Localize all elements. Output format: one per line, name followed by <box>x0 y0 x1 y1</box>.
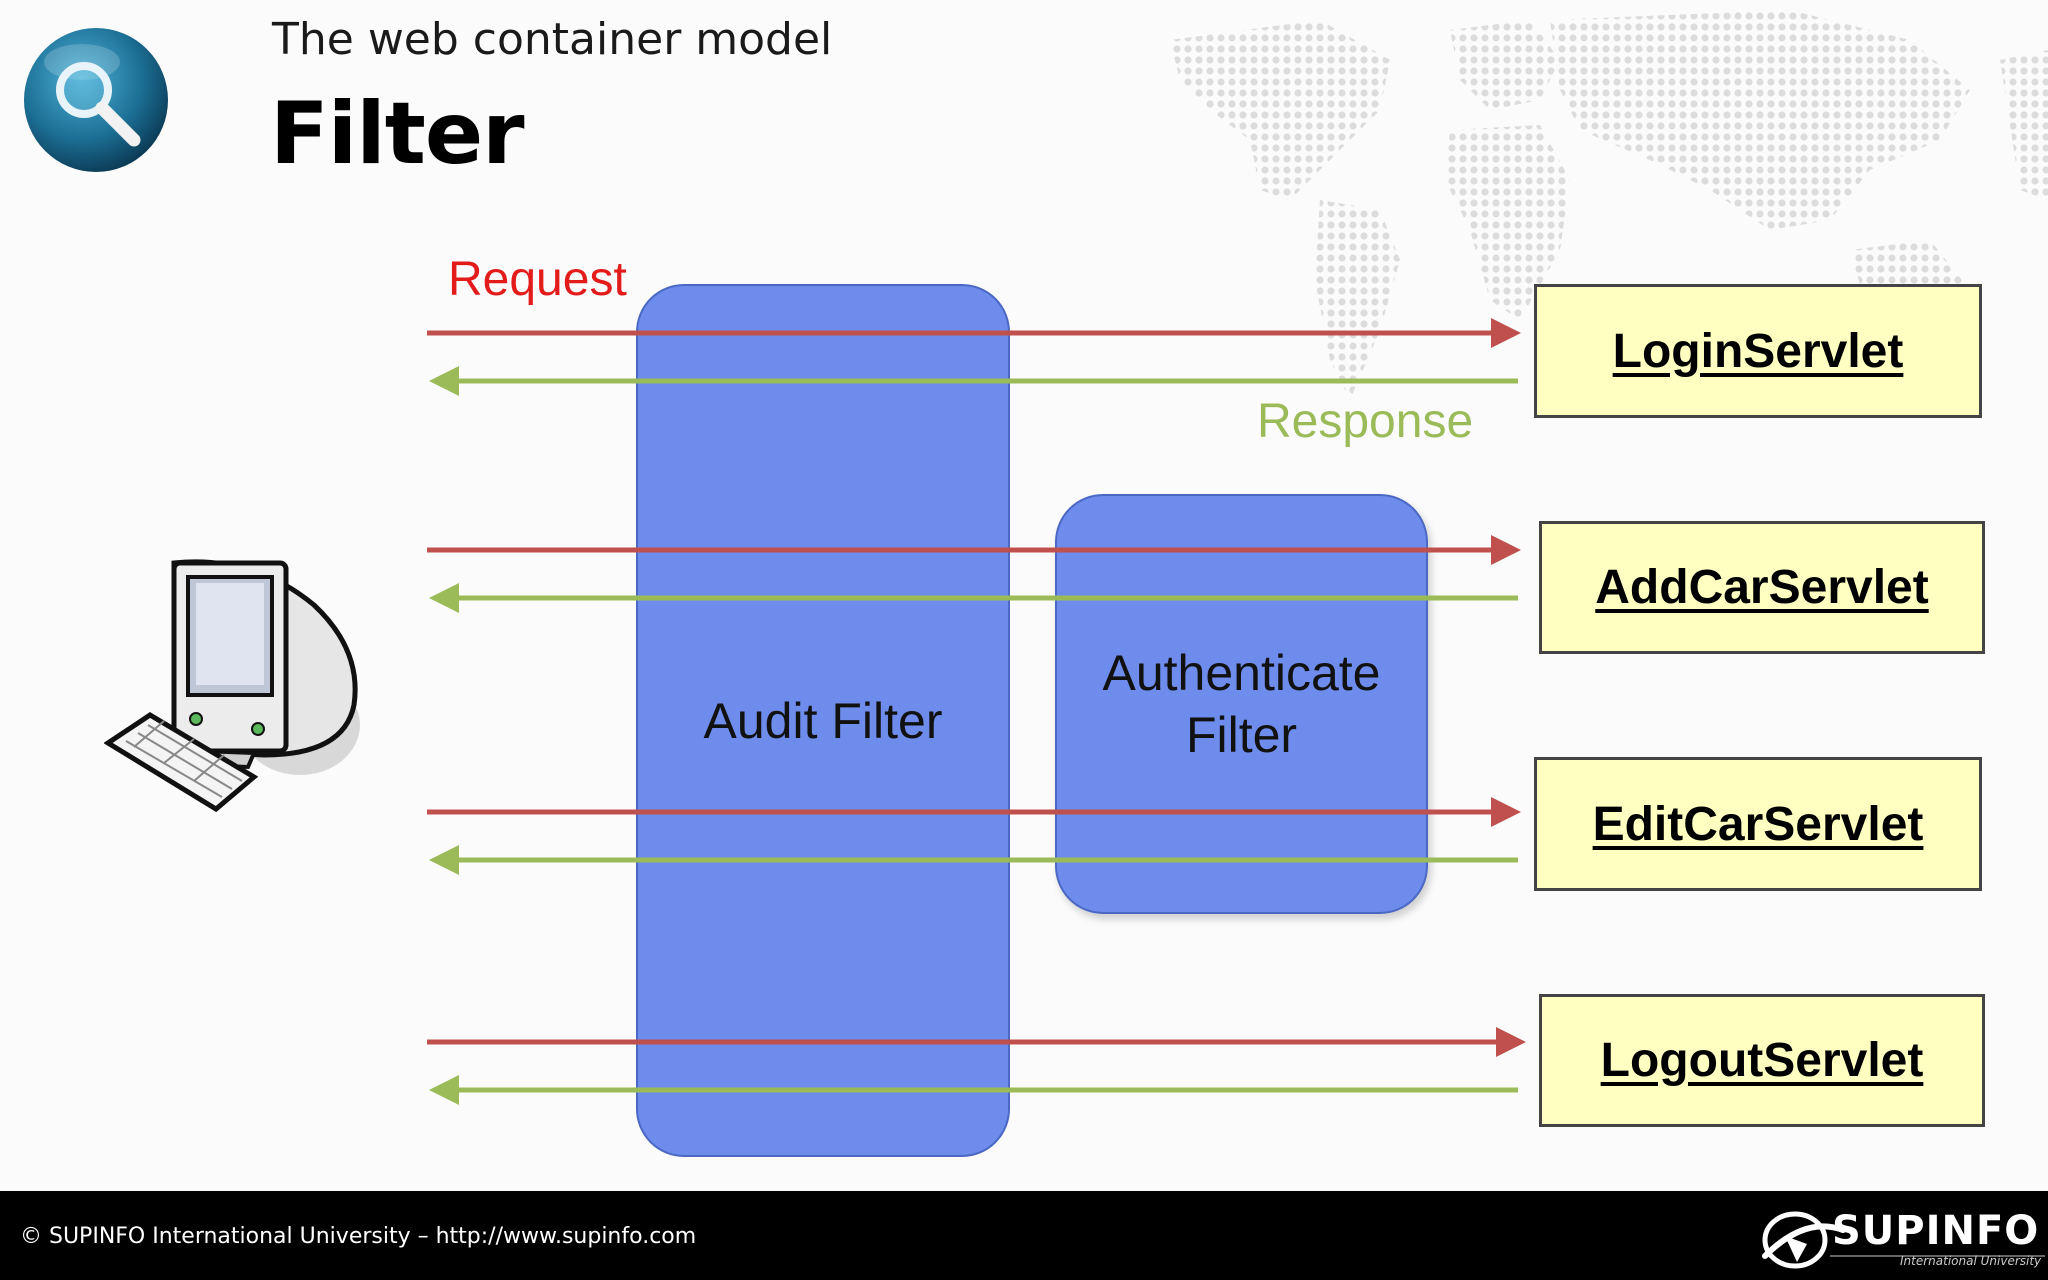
brand-subtitle: International University <box>1900 1254 2042 1268</box>
slide-title: Filter <box>270 84 525 184</box>
servlet-box-editcar: EditCarServlet <box>1534 757 1982 891</box>
world-map-background <box>1170 10 2048 400</box>
brand-name: SUPINFO <box>1832 1208 2040 1254</box>
request-label: Request <box>448 253 627 306</box>
authenticate-filter-label: Authenticate Filter <box>1102 645 1381 763</box>
servlet-label: LogoutServlet <box>1600 1034 1924 1087</box>
magnifier-icon <box>24 28 168 172</box>
audit-filter-box: Audit Filter <box>636 284 1010 1157</box>
servlet-box-login: LoginServlet <box>1534 284 1982 418</box>
authenticate-filter-box: Authenticate Filter <box>1055 494 1428 914</box>
footer-bar <box>0 1191 2048 1280</box>
audit-filter-label: Audit Filter <box>703 692 943 749</box>
servlet-label: AddCarServlet <box>1595 561 1929 614</box>
footer-copyright: © SUPINFO International University – htt… <box>20 1224 697 1249</box>
computer-icon <box>104 559 360 813</box>
flow-arrows <box>427 318 1526 1105</box>
response-label: Response <box>1257 395 1474 448</box>
servlet-box-logout: LogoutServlet <box>1539 994 1985 1127</box>
slide-subtitle: The web container model <box>272 14 833 65</box>
supinfo-logo-icon <box>1762 1211 2045 1269</box>
servlet-label: LoginServlet <box>1612 324 1904 378</box>
servlet-label: EditCarServlet <box>1592 797 1924 851</box>
servlet-box-addcar: AddCarServlet <box>1539 521 1985 654</box>
